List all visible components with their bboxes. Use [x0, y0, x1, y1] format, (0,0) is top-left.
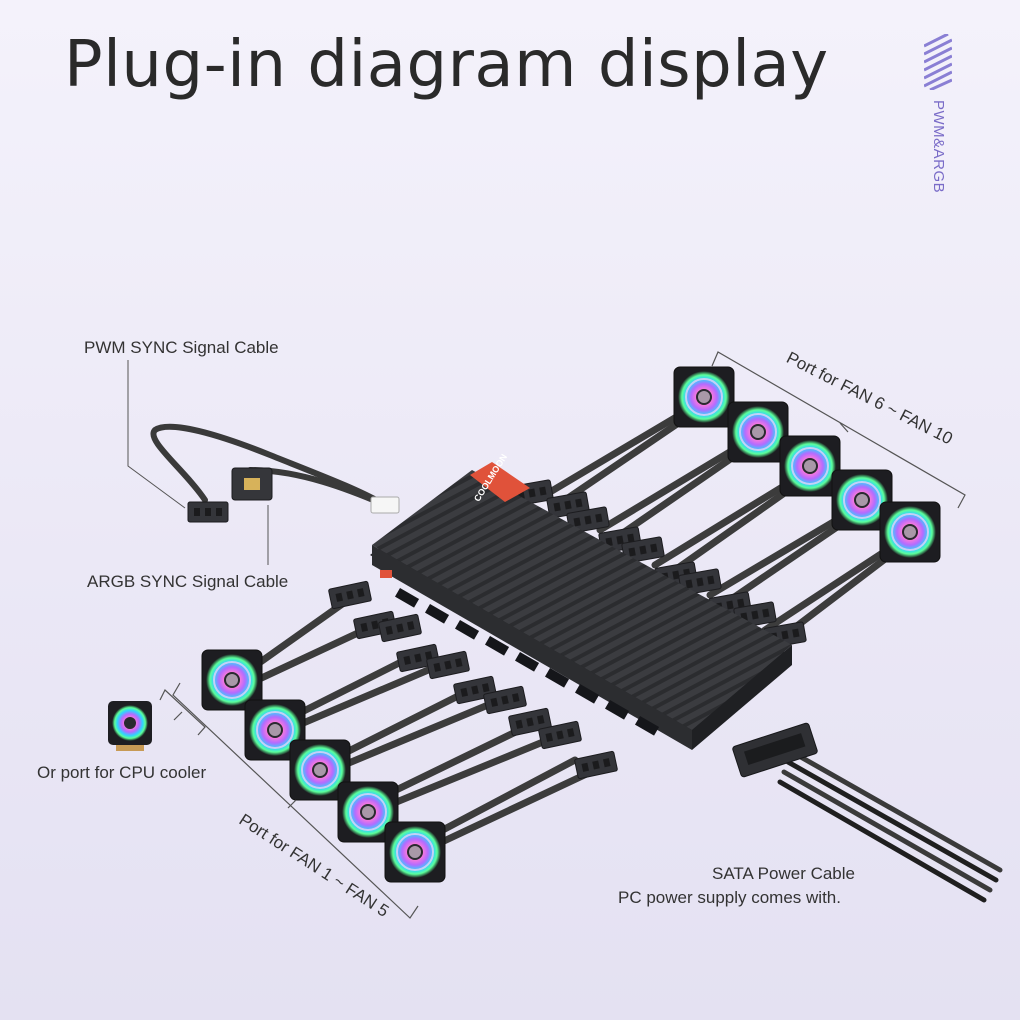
cpu-cooler-icon: [108, 701, 152, 751]
fan-icon: [779, 435, 841, 497]
small-white-connector-icon: [370, 496, 400, 514]
cpu-bracket: [159, 689, 206, 736]
side-tag: PWM&ARGB: [930, 100, 947, 194]
fan-icon: [879, 501, 941, 563]
pwm-connector-icon: [187, 501, 229, 523]
pwm-sync-label: PWM SYNC Signal Cable: [84, 338, 279, 357]
sata-connector-icon: [732, 722, 818, 778]
sata-label-line1: SATA Power Cable: [712, 864, 855, 883]
argb-connector-icon: [231, 467, 273, 501]
page-title: Plug-in diagram display: [64, 28, 829, 102]
sata-label-line2: PC power supply comes with.: [618, 888, 841, 907]
sata-cable: [777, 749, 1003, 903]
argb-sync-label: ARGB SYNC Signal Cable: [87, 572, 289, 591]
upper-bracket: [711, 351, 966, 509]
stripes-icon: [924, 34, 952, 90]
hub-icon: [370, 462, 792, 750]
cpu-cooler-label: Or port for CPU cooler: [37, 763, 207, 782]
lower-bracket: [172, 682, 419, 919]
fan-icon: [727, 401, 789, 463]
lower-fans: [201, 649, 446, 883]
fan-icon: [384, 821, 446, 883]
fan-icon: [673, 366, 735, 428]
pwm-leader-line: [127, 360, 186, 509]
